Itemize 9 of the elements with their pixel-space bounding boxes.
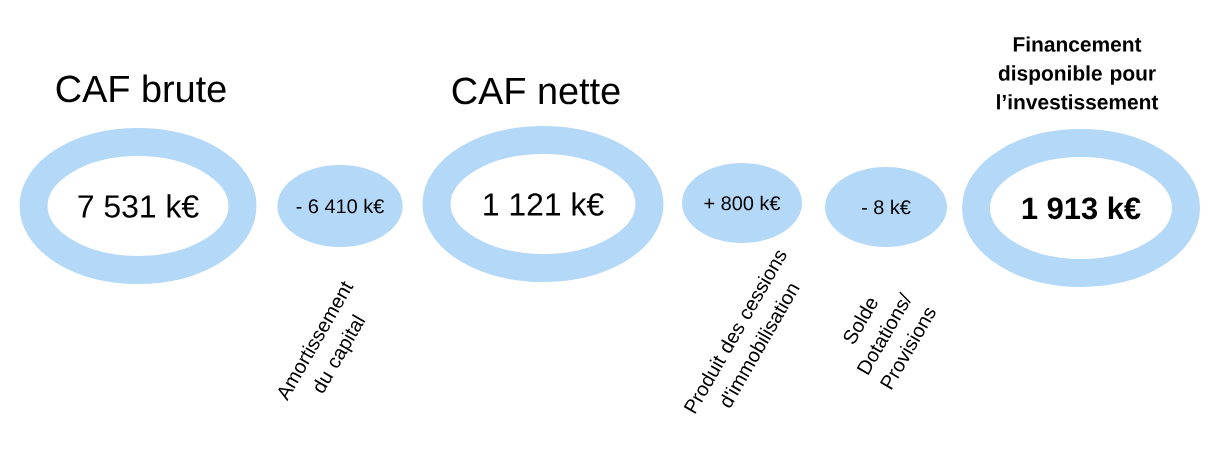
heading: CAF nette (452, 77, 620, 105)
ring: 7 531 k€ (19, 128, 257, 284)
oval: - 8 k€ (825, 167, 947, 247)
oval: + 800 k€ (682, 163, 802, 243)
ring: 1 913 k€ (962, 129, 1200, 287)
heading: Financement disponible pour l’investissement (997, 36, 1159, 110)
ring: 1 121 k€ (422, 126, 664, 282)
oval: - 6 410 k€ (277, 165, 403, 247)
heading: CAF brute (56, 74, 226, 103)
